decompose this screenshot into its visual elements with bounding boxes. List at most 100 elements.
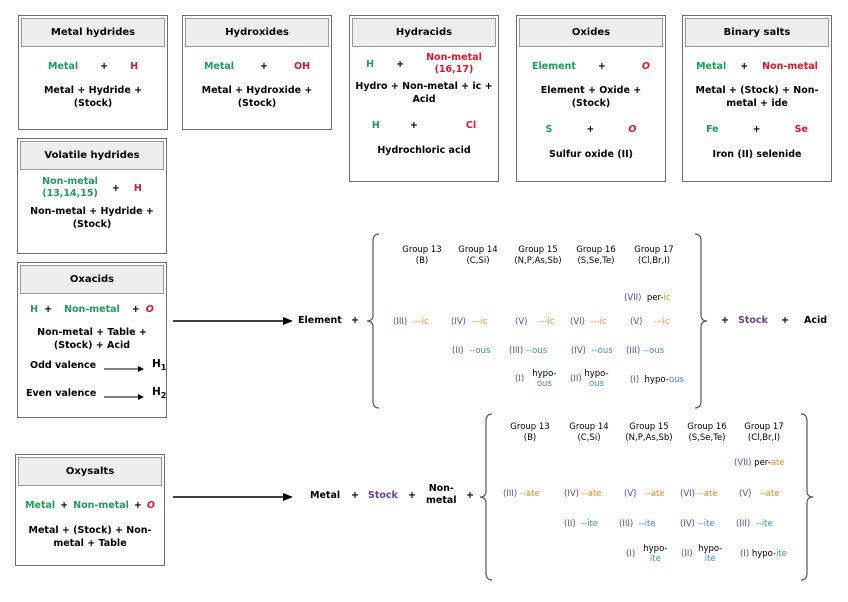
- naming-rule: Non-metal + Table + (Stock) + Acid: [37, 327, 147, 351]
- box-title: Oxides: [519, 18, 663, 47]
- naming-rule: Metal + Hydroxide + (Stock): [201, 85, 313, 109]
- oxysalts-box: Oxysalts Metal + Non-metal + O Metal + (…: [15, 454, 165, 566]
- group-elements: (Cl,Br,I): [637, 256, 671, 266]
- valence: (IV): [571, 346, 586, 356]
- ous-cell: (III) --ous: [626, 346, 664, 356]
- nonmetal-label: Non-metal: [426, 483, 457, 507]
- suffix: --ate: [697, 489, 718, 499]
- group-name: Group 15: [629, 422, 669, 432]
- hypo-cell: (I) hypo-ite: [740, 549, 787, 559]
- group-16-header: Group 16(S,Se,Te): [677, 422, 737, 444]
- group-elements: (C,Si): [577, 433, 601, 443]
- group-elements: (S,Se,Te): [577, 256, 615, 266]
- ous-cell: (II) --ous: [452, 346, 490, 356]
- plus-sign: +: [100, 61, 109, 72]
- valence: (I): [626, 549, 636, 559]
- plus-sign: +: [409, 120, 418, 131]
- group-name: Group 16: [576, 245, 616, 255]
- group-13-header: Group 13(B): [392, 245, 452, 267]
- hypo-cell: (I) hypo-ite: [626, 544, 668, 564]
- per-ic-cell: (VII) per-ic: [624, 293, 671, 303]
- nonmetal-term: Non-metal: [73, 500, 129, 511]
- element-term: Element: [532, 61, 576, 72]
- plus-sign: +: [44, 304, 53, 315]
- valence: (VI): [680, 489, 695, 499]
- arrow-right-icon: [104, 394, 144, 400]
- prefix: hypo-: [644, 375, 669, 385]
- ate-cell: (V) --ate: [624, 489, 664, 499]
- odd-valence-label: Odd valence: [30, 360, 97, 371]
- plus-sign: +: [351, 490, 359, 501]
- valence: (V): [630, 317, 643, 327]
- suffix: ---ic: [412, 317, 429, 327]
- suffix: ite: [704, 554, 716, 564]
- valence: (IV): [564, 489, 579, 499]
- oxacid-arrow-icon: [173, 317, 293, 325]
- prefix: hypo-: [532, 369, 557, 379]
- prefix: hypo-: [751, 549, 777, 559]
- group-elements: (B): [415, 256, 429, 266]
- valence: (III): [393, 317, 408, 327]
- example-oxygen: O: [628, 124, 637, 135]
- valence: (V): [515, 317, 528, 327]
- oxygen-term: O: [145, 304, 154, 315]
- group-14-header: Group 14(C,Si): [448, 245, 508, 267]
- oxysalt-arrow-icon: [173, 493, 293, 501]
- plus-sign: +: [740, 61, 749, 72]
- arrow-right-icon: [104, 366, 144, 372]
- ic-cell: (III) ---ic: [393, 317, 429, 327]
- prefix: hypo-: [698, 544, 723, 554]
- box-title: Hydracids: [352, 18, 496, 47]
- groups-label: (13,14,15): [42, 188, 98, 199]
- group-elements: (Cl,Br,I): [747, 433, 781, 443]
- suffix: --ous: [642, 346, 665, 356]
- metal-hydrides-box: Metal hydrides Metal + H Metal + Hydride…: [18, 15, 168, 130]
- prefix: per-: [754, 458, 771, 468]
- plus-sign: +: [781, 315, 789, 326]
- nonmetal-label: Non-metal: [426, 52, 482, 63]
- hydracids-box: Hydracids H + Non-metal(16,17) Hydro + N…: [349, 15, 499, 182]
- group-16-header: Group 16(S,Se,Te): [566, 245, 626, 267]
- valence: (I): [630, 375, 640, 385]
- group-elements: (S,Se,Te): [688, 433, 726, 443]
- stock-label: Stock: [738, 315, 768, 326]
- nonmetal-term: Non-metal(13,14,15): [42, 176, 98, 200]
- prefix: hypo-: [584, 369, 609, 379]
- group-name: Group 14: [458, 245, 498, 255]
- nonmetal-line-2: metal: [426, 495, 457, 506]
- ate-cell: (IV) --ate: [564, 489, 602, 499]
- nonmetal-label: Non-metal: [42, 176, 98, 187]
- metal-label: Metal: [310, 490, 341, 501]
- hydrogen-2: H2: [152, 386, 166, 400]
- suffix: --ite: [755, 519, 773, 529]
- naming-rule: Element + Oxide + (Stock): [540, 85, 642, 109]
- hypo-cell: (II) hypo-ous: [570, 369, 609, 389]
- hydroxides-box: Hydroxides Metal + OH Metal + Hydroxide …: [182, 15, 332, 130]
- suffix: ous: [536, 379, 552, 389]
- suffix: --ate: [519, 489, 540, 499]
- metal-term: Metal: [47, 61, 79, 72]
- suffix: --ate: [644, 489, 665, 499]
- hydrogen-term: H: [366, 58, 375, 70]
- suffix: ---ic: [538, 317, 555, 327]
- per-ate-cell: (VII) per-ate: [734, 458, 785, 468]
- suffix: --ate: [759, 489, 780, 499]
- valence: (I): [515, 374, 525, 384]
- group-name: Group 13: [510, 422, 550, 432]
- box-title: Metal hydrides: [21, 18, 165, 47]
- ite-cell: (III) --ite: [736, 519, 773, 529]
- right-brace-icon: [800, 413, 814, 581]
- valence: (III): [626, 346, 641, 356]
- ate-cell: (VI) --ate: [680, 489, 718, 499]
- suffix: --ite: [638, 519, 656, 529]
- plus-sign: +: [466, 490, 474, 501]
- ic-cell: (IV) ---ic: [451, 317, 488, 327]
- nonmetal-term: Non-metal: [762, 61, 818, 72]
- suffix: --ate: [581, 489, 602, 499]
- group-name: Group 17: [634, 245, 674, 255]
- acid-label: Acid: [804, 315, 828, 326]
- naming-rule: Metal + Hydride + (Stock): [43, 85, 143, 109]
- left-brace-icon: [479, 413, 493, 581]
- ate-cell: (V) --ate: [739, 489, 779, 499]
- naming-rule: Metal + (Stock) + Non-metal + ide: [695, 85, 819, 109]
